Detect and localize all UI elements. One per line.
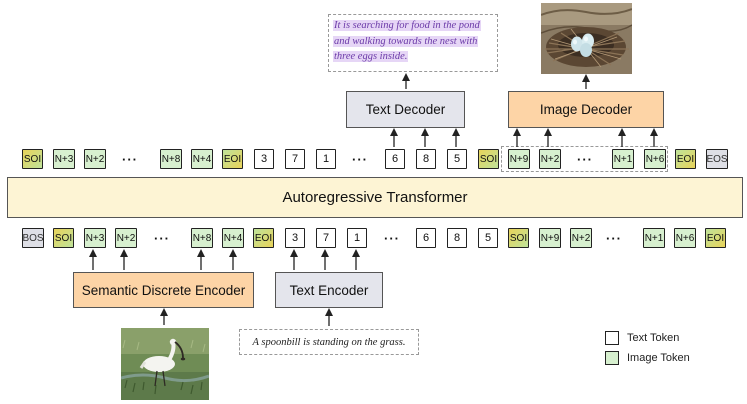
input-caption-box: A spoonbill is standing on the grass. bbox=[239, 329, 419, 355]
output-eoi-token: EOI bbox=[675, 149, 696, 169]
output-image-token: N+2 bbox=[84, 149, 106, 169]
input-image-token: N+9 bbox=[539, 228, 561, 248]
output-image-token: N+1 bbox=[612, 149, 634, 169]
input-image-token: N+4 bbox=[222, 228, 244, 248]
input-photo bbox=[121, 328, 209, 400]
input-image-token: N+6 bbox=[674, 228, 696, 248]
input-text-token: 6 bbox=[416, 228, 436, 248]
text-encoder: Text Encoder bbox=[275, 272, 383, 308]
input-text-token: 8 bbox=[447, 228, 467, 248]
input-special-token: BOS bbox=[22, 228, 44, 248]
output-image-token: N+9 bbox=[508, 149, 530, 169]
input-image-token: N+8 bbox=[191, 228, 213, 248]
output-text-token: 3 bbox=[254, 149, 274, 169]
text-decoder-label: Text Decoder bbox=[365, 102, 446, 117]
output-text-token: 6 bbox=[385, 149, 405, 169]
output-image-token: N+2 bbox=[539, 149, 561, 169]
output-image-token: N+8 bbox=[160, 149, 182, 169]
output-special-token: EOS bbox=[706, 149, 728, 169]
legend-image-token-swatch bbox=[605, 351, 619, 365]
output-image-token-group bbox=[501, 146, 668, 172]
input-caption: A spoonbill is standing on the grass. bbox=[252, 336, 406, 348]
text-encoder-label: Text Encoder bbox=[289, 282, 369, 298]
output-dots-token: ··· bbox=[577, 151, 593, 167]
input-eoi-token: EOI bbox=[253, 228, 274, 248]
output-dots-token: ··· bbox=[352, 151, 368, 167]
input-text-token: 7 bbox=[316, 228, 336, 248]
output-dots-token: ··· bbox=[122, 151, 138, 167]
input-text-token: 5 bbox=[478, 228, 498, 248]
legend-image-token-label: Image Token bbox=[627, 352, 690, 364]
output-caption-box: It is searching for food in the pond and… bbox=[328, 14, 498, 72]
output-text-token: 1 bbox=[316, 149, 336, 169]
input-soi-token: SOI bbox=[53, 228, 74, 248]
input-dots-token: ··· bbox=[154, 230, 170, 246]
output-photo bbox=[541, 3, 632, 74]
input-eoi-token: EOI bbox=[705, 228, 726, 248]
image-decoder: Image Decoder bbox=[508, 91, 664, 128]
image-decoder-label: Image Decoder bbox=[539, 102, 633, 117]
input-dots-token: ··· bbox=[606, 230, 622, 246]
input-text-token: 1 bbox=[347, 228, 367, 248]
output-eoi-token: EOI bbox=[222, 149, 243, 169]
semantic-discrete-encoder: Semantic Discrete Encoder bbox=[73, 272, 254, 308]
text-decoder: Text Decoder bbox=[346, 91, 465, 128]
input-image-token: N+2 bbox=[115, 228, 137, 248]
input-image-token: N+2 bbox=[570, 228, 592, 248]
output-caption: It is searching for food in the pond and… bbox=[333, 20, 481, 62]
output-soi-token: SOI bbox=[478, 149, 499, 169]
legend-text-token-label: Text Token bbox=[627, 332, 680, 344]
output-image-token: N+6 bbox=[644, 149, 666, 169]
input-image-token: N+3 bbox=[84, 228, 106, 248]
transformer-label: Autoregressive Transformer bbox=[282, 189, 468, 206]
output-text-token: 7 bbox=[285, 149, 305, 169]
output-soi-token: SOI bbox=[22, 149, 43, 169]
input-image-token: N+1 bbox=[643, 228, 665, 248]
input-soi-token: SOI bbox=[508, 228, 529, 248]
output-text-token: 8 bbox=[416, 149, 436, 169]
input-dots-token: ··· bbox=[384, 230, 400, 246]
legend-text-token-swatch bbox=[605, 331, 619, 345]
input-text-token: 3 bbox=[285, 228, 305, 248]
output-image-token: N+3 bbox=[53, 149, 75, 169]
autoregressive-transformer: Autoregressive Transformer bbox=[7, 177, 743, 218]
output-text-token: 5 bbox=[447, 149, 467, 169]
output-image-token: N+4 bbox=[191, 149, 213, 169]
semantic-encoder-label: Semantic Discrete Encoder bbox=[81, 282, 246, 298]
